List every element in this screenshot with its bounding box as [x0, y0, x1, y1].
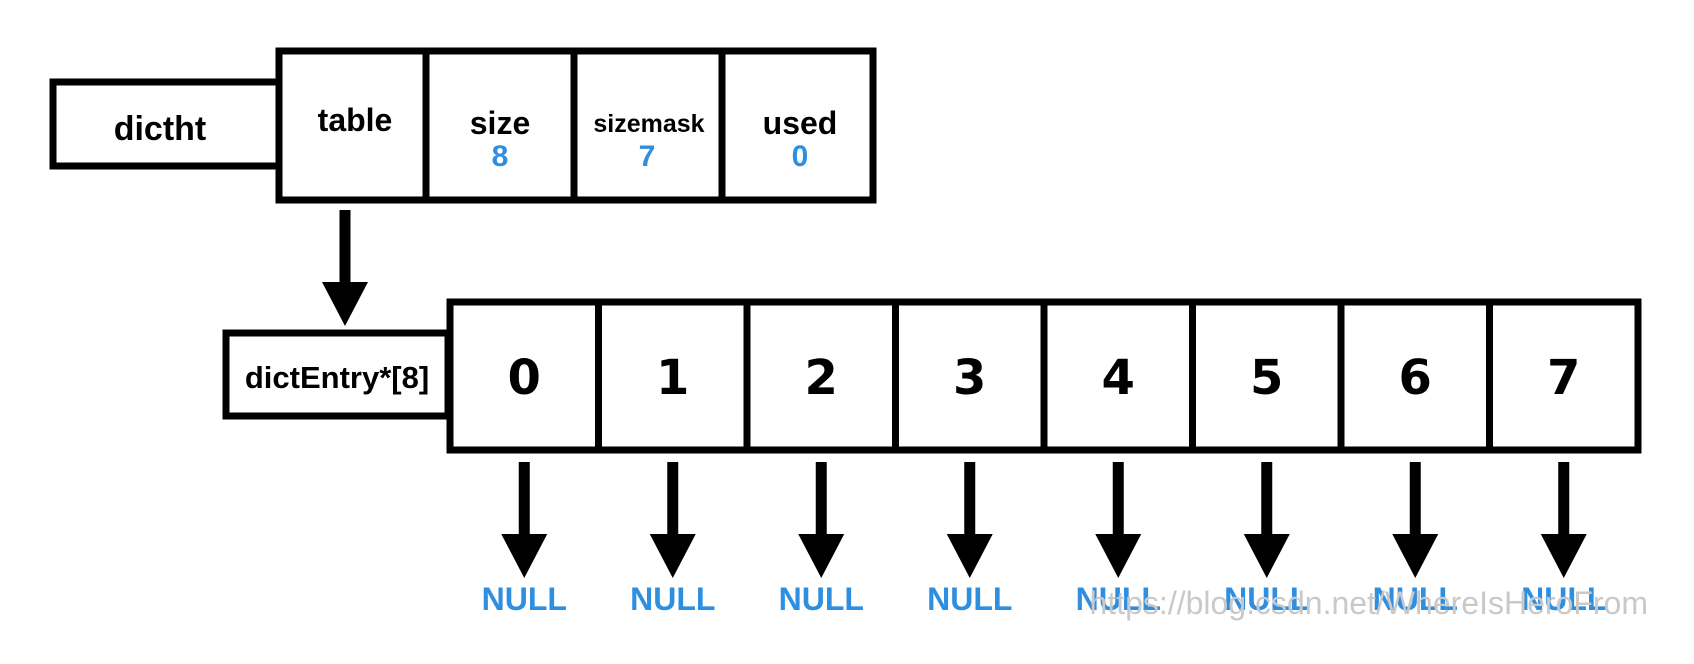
array-slot-index: 5: [1250, 350, 1283, 406]
dictht-name-box: [49, 78, 283, 170]
null-arrow-head: [1243, 534, 1290, 578]
field-size-value: 8: [492, 140, 509, 173]
null-arrow-head: [649, 534, 696, 578]
array-slot-index: 0: [508, 350, 541, 406]
field-used-label: used: [763, 105, 838, 141]
table-pointer-arrow: [322, 210, 368, 326]
array-slot-index: 4: [1102, 350, 1135, 406]
array-slot: [1040, 298, 1196, 454]
null-arrows: NULL NULL NULL NULL NULL NULL NULL NULL: [482, 462, 1606, 617]
null-label: NULL: [1224, 581, 1309, 617]
field-sizemask-label: sizemask: [593, 110, 704, 138]
null-label: NULL: [630, 581, 715, 617]
array-slot-index: 1: [656, 350, 689, 406]
null-arrow-head: [798, 534, 845, 578]
null-label: NULL: [482, 581, 567, 617]
array-slot-index: 2: [805, 350, 838, 406]
field-sizemask-value: 7: [639, 140, 656, 173]
null-arrow-head: [1095, 534, 1142, 578]
array-slot: [1486, 298, 1642, 454]
field-used-value: 0: [792, 140, 809, 173]
array-slot-index: 3: [953, 350, 986, 406]
field-used-box: [718, 47, 877, 204]
field-table-box: [275, 47, 430, 204]
field-size-box: [422, 47, 578, 204]
array-name: dictEntry*[8]: [245, 360, 429, 395]
null-arrow-head: [1392, 534, 1439, 578]
null-label: NULL: [779, 581, 864, 617]
null-label: NULL: [1076, 581, 1161, 617]
null-label: NULL: [927, 581, 1012, 617]
array-slots: 0 1 2 3 4 5 6 7: [446, 298, 1642, 454]
watermark: https://blog.csdn.net/WhereIsHeroFrom: [1090, 585, 1648, 621]
array-slot-index: 6: [1399, 350, 1432, 406]
null-label: NULL: [1373, 581, 1458, 617]
null-arrow-head: [946, 534, 993, 578]
array-slot: [743, 298, 899, 454]
array-slot-index: 7: [1547, 350, 1580, 406]
null-arrow-head: [1540, 534, 1587, 578]
table-pointer-head: [322, 282, 368, 326]
field-size-label: size: [470, 105, 530, 141]
null-arrow-head: [501, 534, 548, 578]
dictht-struct: dictht table size 8 sizemask 7 used 0: [49, 47, 877, 204]
null-label: NULL: [1521, 581, 1606, 617]
field-table-label: table: [318, 102, 393, 138]
dictht-name: dictht: [114, 110, 207, 148]
